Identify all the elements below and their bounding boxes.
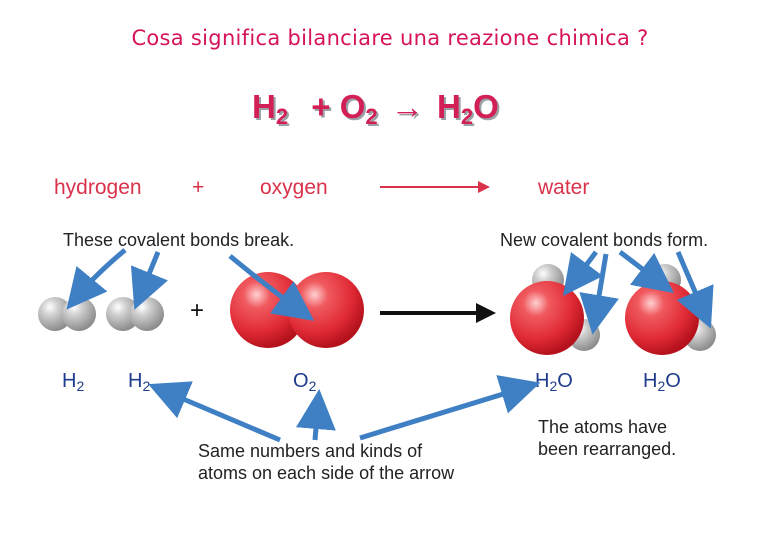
arrow-break-1 [66,248,127,310]
arrow-form-2 [579,253,619,335]
arrow-form-1 [563,250,603,296]
hydrogen-molecule-2 [106,297,164,331]
arrow-same-1 [148,381,281,443]
word-hydrogen: hydrogen [54,176,142,199]
label-o2: O2 [293,370,317,394]
word-plus: + [192,176,204,199]
eq-product-o: O [473,88,499,125]
arrow-break-2 [130,251,168,310]
eq-reactant-h-subscript: 2 [275,104,289,129]
note-rearranged-line2: been rearranged. [538,439,676,459]
eq-reactant-o: O [339,88,366,125]
note-bonds-form: New covalent bonds form. [500,230,708,250]
arrow-break-3 [228,254,315,321]
eq-plus: + [311,88,331,125]
word-water: water [537,176,589,199]
note-same-numbers-line2: atoms on each side of the arrow [198,463,455,483]
hydrogen-molecule-1 [38,297,96,331]
arrow-form-3 [618,250,674,294]
molecule-plus: + [190,297,204,324]
word-oxygen: oxygen [260,176,328,199]
eq-arrow: → [390,88,424,125]
slide-title: Cosa significa bilanciare una reazione c… [131,26,649,50]
eq-reactant-h: H [252,88,276,125]
label-h2o-2: H2O [643,370,681,394]
note-rearranged-line1: The atoms have [538,417,667,437]
water-molecule-1 [510,264,600,355]
chemical-equation: H2 + O2 → H2O [252,88,499,130]
eq-reactant-o-subscript: 2 [365,104,378,129]
label-h2-2: H2 [128,370,150,394]
eq-product-h: H [436,88,461,125]
label-h2o-1: H2O [535,370,573,394]
arrow-same-2 [295,389,336,441]
arrow-same-3 [359,375,541,441]
eq-product-h-subscript: 2 [460,104,474,129]
label-h2-1: H2 [62,370,84,394]
note-same-numbers-line1: Same numbers and kinds of [198,441,423,461]
arrow-form-4 [675,251,714,329]
note-bonds-break: These covalent bonds break. [63,230,294,250]
